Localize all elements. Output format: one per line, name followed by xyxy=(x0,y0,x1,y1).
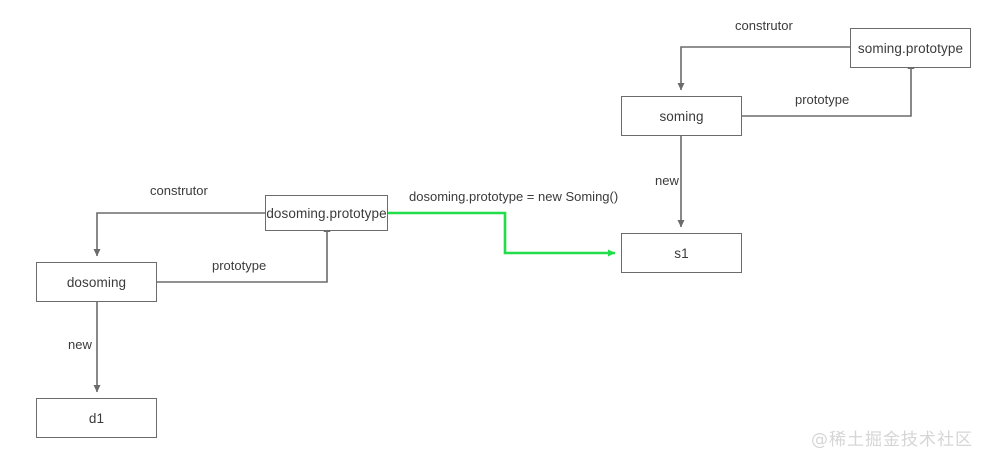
edge-label-soming-new: new xyxy=(655,173,679,188)
node-label: dosoming.prototype xyxy=(266,205,387,221)
edge-soming-prototype-link xyxy=(742,61,915,117)
node-dosoming-prototype[interactable]: dosoming.prototype xyxy=(265,195,388,231)
node-label: soming.prototype xyxy=(857,40,964,56)
edge-label-dosoming-prototype: prototype xyxy=(212,258,267,273)
node-dosoming[interactable]: dosoming xyxy=(36,262,157,302)
edge-prototype-assignment xyxy=(388,211,616,257)
edge-label-dosoming-constructor: construtor xyxy=(150,183,208,198)
edge-dosoming-prototype-link xyxy=(157,224,331,283)
edge-label-soming-constructor: construtor xyxy=(735,18,793,33)
edge-label-dosoming-new: new xyxy=(68,337,92,352)
node-d1[interactable]: d1 xyxy=(36,398,157,438)
edge-dosoming-prototype-constructor xyxy=(93,212,265,257)
node-soming-prototype[interactable]: soming.prototype xyxy=(850,28,971,68)
node-s1[interactable]: s1 xyxy=(621,233,742,273)
edge-soming-prototype-constructor xyxy=(677,46,850,91)
node-soming[interactable]: soming xyxy=(621,96,742,136)
edge-label-prototype-assignment: dosoming.prototype = new Soming() xyxy=(409,189,619,204)
node-label: soming xyxy=(659,108,704,124)
edge-label-soming-prototype: prototype xyxy=(795,92,850,107)
watermark: @稀土掘金技术社区 xyxy=(811,430,973,450)
node-label: d1 xyxy=(88,410,105,426)
node-label: s1 xyxy=(674,245,689,261)
node-label: dosoming xyxy=(66,274,127,290)
